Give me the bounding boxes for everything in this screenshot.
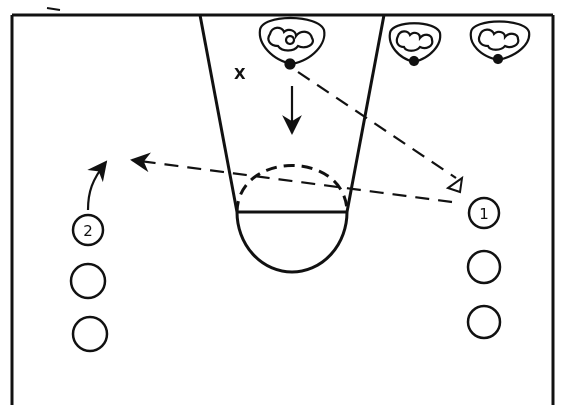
movement-lines (86, 71, 457, 211)
player-circle (71, 315, 109, 353)
key-lane (198, 14, 386, 274)
lane-line-left (198, 14, 239, 213)
skip-pass-arrow (130, 152, 453, 204)
player-2-cut-arrow (86, 160, 108, 211)
cone-marker-icon (445, 175, 464, 194)
player-circle (466, 249, 502, 285)
player-1-label: 1 (479, 205, 489, 223)
player-circle (466, 304, 502, 340)
basketball-rack-icon (469, 20, 531, 65)
player-1-circle (467, 196, 501, 230)
lane-line-right (345, 14, 386, 213)
stray-mark (46, 7, 61, 11)
basketball-rack-icon (258, 16, 326, 70)
left-wing-line (69, 213, 109, 353)
court-boundary (10, 13, 555, 405)
player-2-circle (71, 213, 105, 247)
right-wing-line (466, 196, 502, 340)
free-throw-circle-top-dashed (235, 164, 349, 213)
free-throw-circle-bottom (235, 211, 349, 274)
basketball-rack-icon (388, 22, 442, 67)
player-circle (69, 262, 107, 300)
player-2-label: 2 (83, 222, 93, 240)
pass-to-cone-line (297, 71, 457, 179)
defender-x-label: X (234, 65, 246, 83)
